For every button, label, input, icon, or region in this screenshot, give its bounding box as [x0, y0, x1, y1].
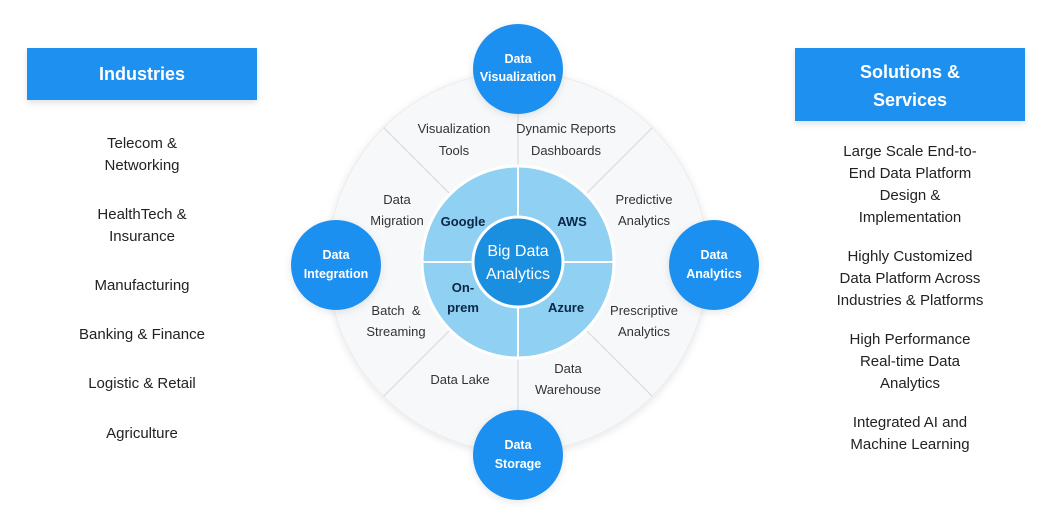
node-analytics-circle: [669, 220, 759, 310]
solutions-header: Solutions & Services: [795, 48, 1025, 121]
label-dynamic-reports-line2: Dashboards: [531, 143, 602, 158]
solution-item: Large Scale End-to- End Data Platform De…: [843, 143, 977, 226]
quadrant-onprem-line1: On-: [452, 280, 474, 295]
center-core-circle: [471, 215, 565, 309]
industries-list: Telecom & Networking HealthTech & Insura…: [27, 0, 257, 524]
label-data-migration-line2: Migration: [370, 213, 423, 228]
center-title-line2: Analytics: [486, 266, 550, 283]
industries-header: Industries: [27, 48, 257, 100]
node-analytics-line2: Analytics: [686, 267, 742, 281]
node-analytics-line1: Data: [700, 248, 728, 262]
label-visualization-tools-line2: Tools: [439, 143, 470, 158]
node-storage-line1: Data: [504, 438, 532, 452]
label-predictive-line1: Predictive: [615, 192, 672, 207]
industry-item: Logistic & Retail: [88, 375, 196, 392]
big-data-diagram: Big Data Analytics Google AWS On- prem A…: [291, 24, 759, 500]
label-dynamic-reports-line1: Dynamic Reports: [516, 121, 616, 136]
node-integration-line2: Integration: [304, 267, 369, 281]
quadrant-onprem-line2: prem: [447, 300, 479, 315]
label-visualization-tools-line1: Visualization: [418, 121, 491, 136]
label-data-lake: Data Lake: [430, 372, 489, 387]
node-storage-circle: [473, 410, 563, 500]
center-title-line1: Big Data: [487, 243, 548, 260]
label-predictive-line2: Analytics: [618, 213, 671, 228]
node-storage-line2: Storage: [495, 457, 542, 471]
label-batch-streaming-line1: Batch &: [371, 303, 420, 318]
solution-item: Integrated AI and Machine Learning: [850, 414, 970, 453]
label-data-warehouse-line1: Data: [554, 361, 582, 376]
solutions-title-line2: Services: [872, 90, 948, 110]
solution-item: Highly Customized Data Platform Across I…: [836, 248, 984, 309]
node-visualization-line1: Data: [504, 52, 532, 66]
solutions-list: Large Scale End-to- End Data Platform De…: [795, 0, 1025, 524]
solutions-title-line1: Solutions &: [860, 62, 960, 82]
node-integration-circle: [291, 220, 381, 310]
quadrant-google: Google: [441, 214, 486, 229]
node-integration-line1: Data: [322, 248, 350, 262]
ring-spokes: [383, 72, 653, 452]
industry-item: Agriculture: [106, 425, 178, 442]
industry-item: Telecom & Networking: [104, 135, 180, 174]
node-visualization-circle: [473, 24, 563, 114]
industries-title: Industries: [98, 64, 186, 84]
quadrant-aws: AWS: [557, 214, 587, 229]
label-prescriptive-line1: Prescriptive: [610, 303, 678, 318]
solution-item: High Performance Real-time Data Analytic…: [849, 331, 971, 392]
label-data-warehouse-line2: Warehouse: [535, 382, 601, 397]
label-batch-streaming-line2: Streaming: [366, 324, 425, 339]
label-data-migration-line1: Data: [383, 192, 411, 207]
node-visualization-line2: Visualization: [480, 70, 556, 84]
label-prescriptive-line2: Analytics: [618, 324, 671, 339]
industry-item: HealthTech & Insurance: [97, 206, 187, 245]
quadrant-azure: Azure: [548, 300, 584, 315]
industry-item: Manufacturing: [94, 277, 190, 294]
industry-item: Banking & Finance: [79, 326, 205, 343]
